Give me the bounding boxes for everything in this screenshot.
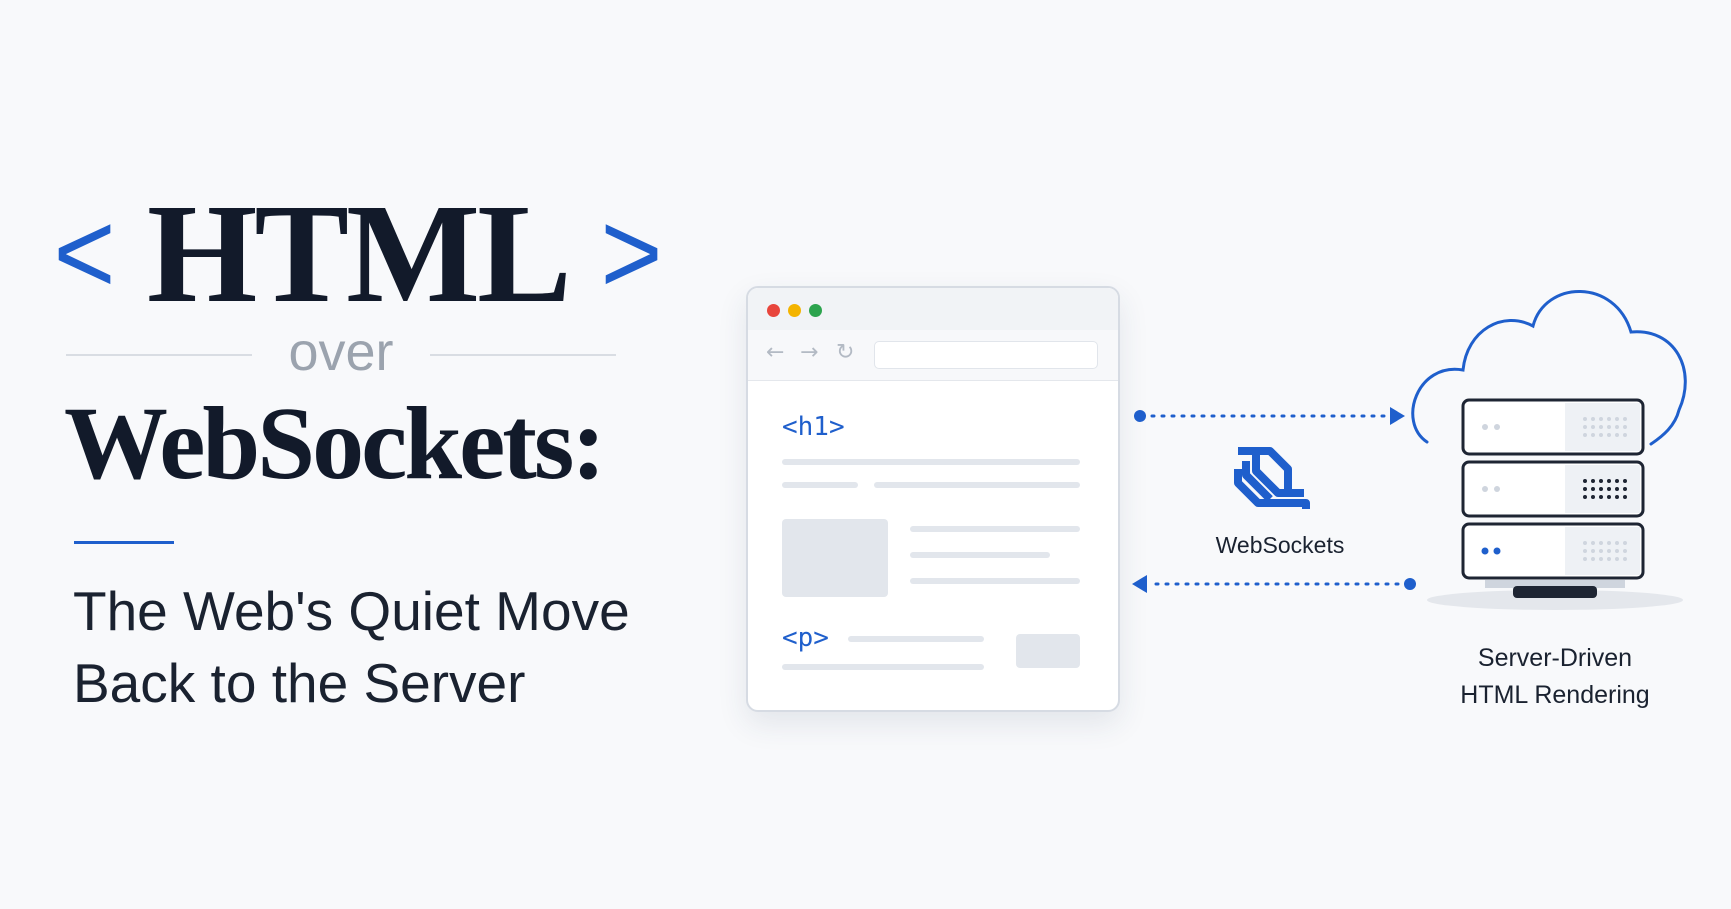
close-bracket: > bbox=[600, 186, 663, 319]
connection-start-dot bbox=[1404, 578, 1416, 590]
server-rack-unit bbox=[1461, 398, 1645, 456]
server-caption: Server-Driven HTML Rendering bbox=[1420, 640, 1690, 714]
server-base bbox=[1485, 580, 1625, 588]
bidirectional-connection bbox=[1132, 407, 1416, 593]
connector-row: over bbox=[66, 320, 616, 390]
browser-window: ← → ↻ <h1> <p> bbox=[746, 286, 1120, 712]
arrow-left-icon bbox=[1132, 575, 1147, 593]
connector-rule-left bbox=[66, 354, 252, 356]
p-tag: <p> bbox=[782, 623, 829, 653]
forward-arrow-icon: → bbox=[800, 340, 819, 365]
open-bracket: < bbox=[53, 186, 116, 319]
headline-html: HTML bbox=[146, 173, 572, 332]
placeholder-line bbox=[782, 664, 984, 670]
minimize-dot-icon bbox=[788, 304, 801, 317]
subtitle: The Web's Quiet Move Back to the Server bbox=[73, 575, 693, 719]
placeholder-button bbox=[1016, 634, 1080, 668]
cloud-outline bbox=[1411, 290, 1687, 446]
reload-icon: ↻ bbox=[836, 340, 855, 365]
cloud-server-icon bbox=[1411, 290, 1687, 610]
subtitle-line-1: The Web's Quiet Move bbox=[73, 580, 630, 642]
connector-word: over bbox=[288, 322, 394, 382]
placeholder-line bbox=[782, 482, 858, 488]
browser-nav-bar: ← → ↻ bbox=[748, 330, 1118, 381]
server-rack-unit bbox=[1461, 460, 1645, 518]
placeholder-line bbox=[848, 636, 984, 642]
server-shadow bbox=[1427, 590, 1683, 610]
placeholder-image bbox=[782, 519, 888, 597]
server-caption-line-2: HTML Rendering bbox=[1460, 681, 1650, 709]
close-dot-icon bbox=[767, 304, 780, 317]
subtitle-line-2: Back to the Server bbox=[73, 652, 526, 714]
arrow-right-icon bbox=[1390, 407, 1405, 425]
headline-row: < HTML > bbox=[50, 182, 666, 324]
connection-label: WebSockets bbox=[1215, 532, 1345, 558]
placeholder-line bbox=[874, 482, 1080, 488]
connector-rule-right bbox=[429, 354, 616, 356]
server-rack-unit bbox=[1461, 522, 1645, 580]
connection-start-dot bbox=[1134, 410, 1146, 422]
placeholder-line bbox=[910, 526, 1080, 532]
maximize-dot-icon bbox=[809, 304, 822, 317]
websocket-logo-icon bbox=[1234, 447, 1310, 509]
browser-title-bar bbox=[748, 288, 1118, 330]
address-bar bbox=[874, 341, 1098, 369]
server-stand bbox=[1513, 586, 1597, 598]
placeholder-line bbox=[910, 552, 1050, 558]
placeholder-line bbox=[910, 578, 1080, 584]
server-caption-line-1: Server-Driven bbox=[1477, 644, 1633, 672]
back-arrow-icon: ← bbox=[766, 340, 785, 365]
headline-websockets: WebSockets: bbox=[64, 386, 606, 501]
placeholder-line bbox=[782, 459, 1080, 465]
accent-divider bbox=[74, 541, 174, 544]
h1-tag: <h1> bbox=[782, 412, 845, 442]
